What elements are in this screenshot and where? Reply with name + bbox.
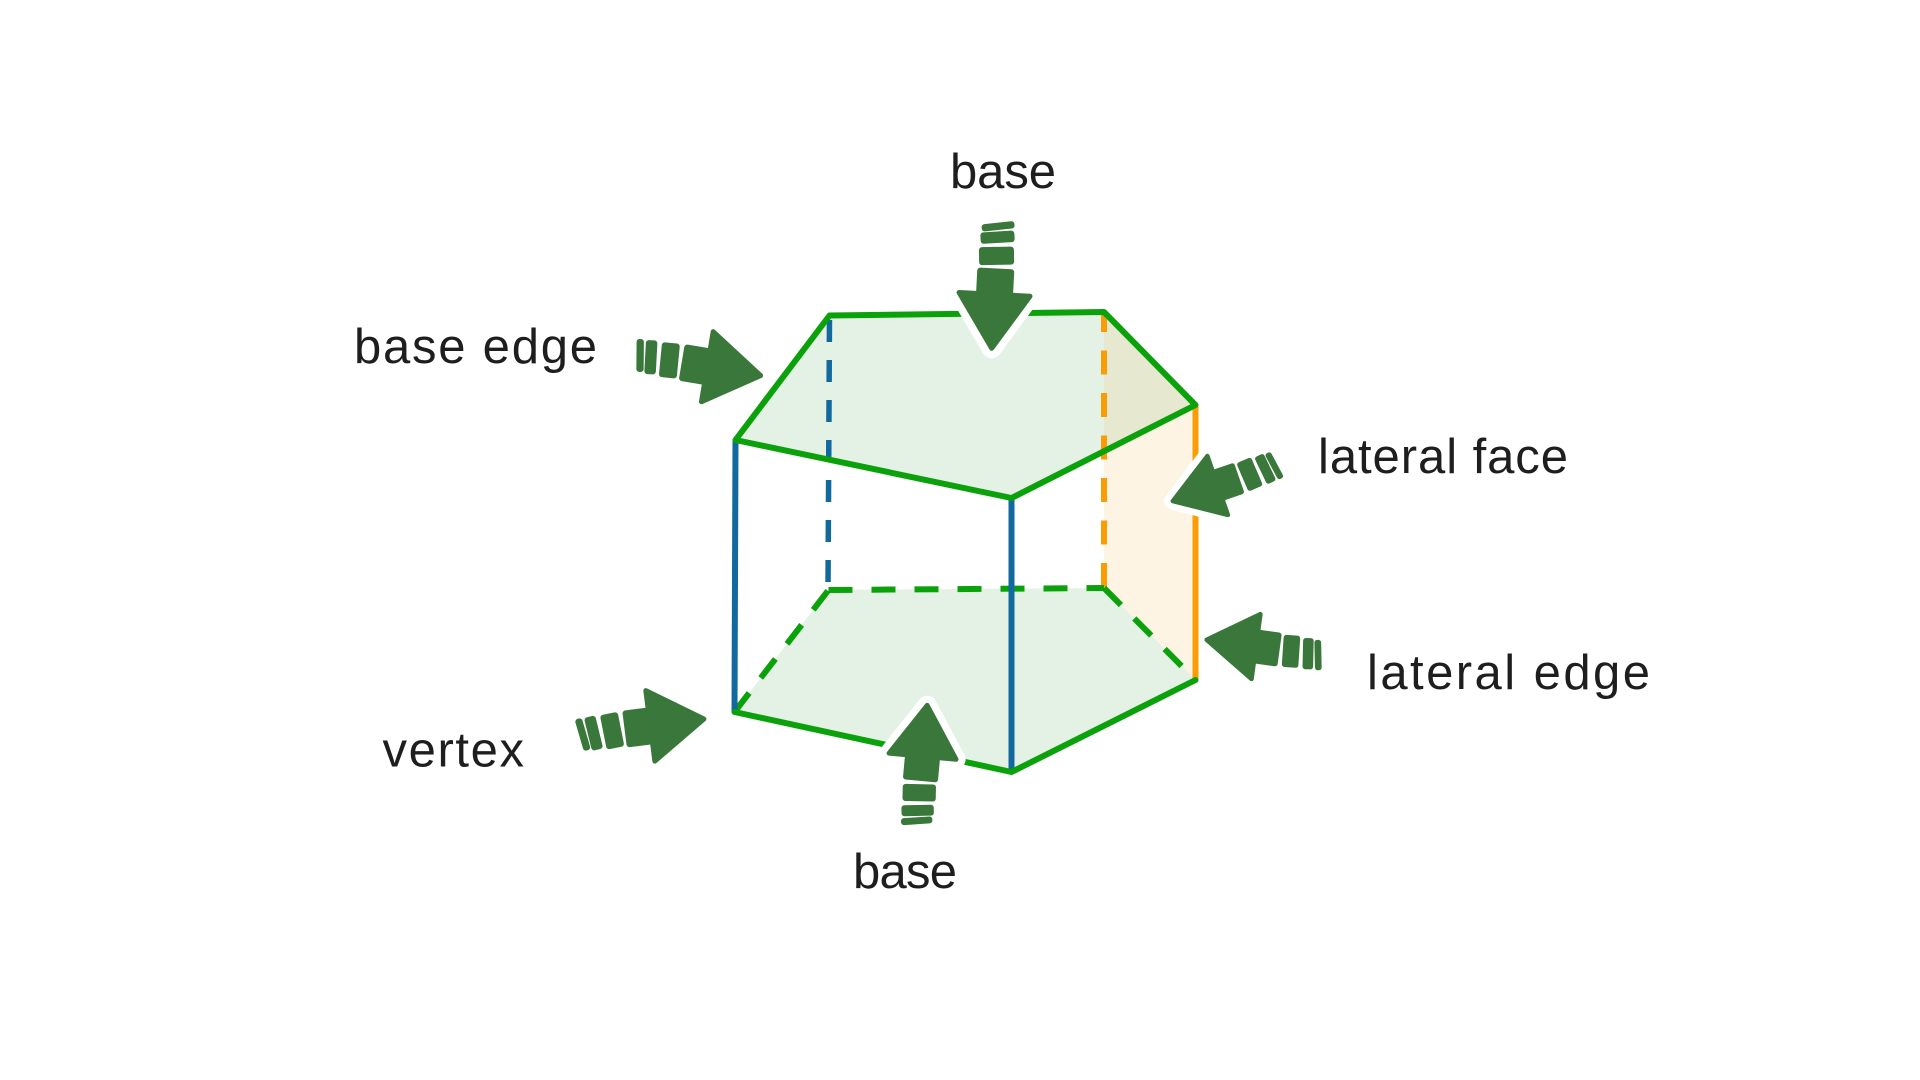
svg-text:vertex: vertex: [383, 724, 525, 778]
svg-text:base edge: base edge: [354, 320, 597, 374]
svg-text:lateral face: lateral face: [1318, 430, 1568, 484]
svg-text:base: base: [950, 145, 1056, 199]
svg-text:lateral edge: lateral edge: [1367, 646, 1650, 700]
svg-text:base: base: [853, 845, 957, 899]
